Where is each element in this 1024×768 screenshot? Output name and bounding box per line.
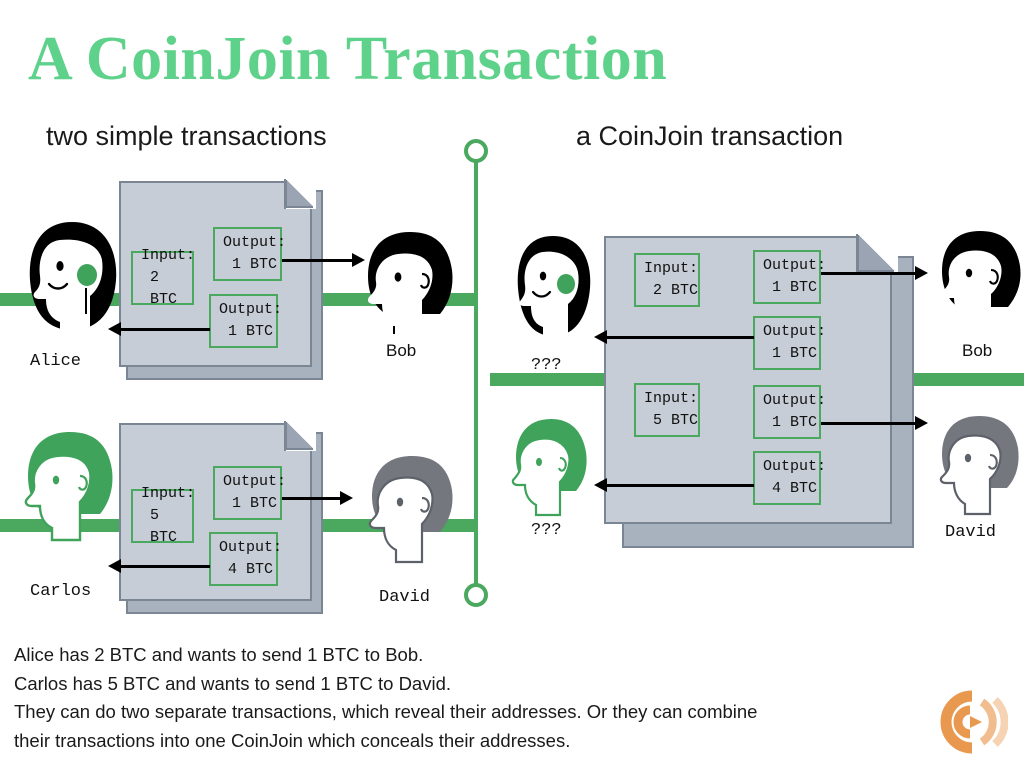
caption-line-1: Alice has 2 BTC and wants to send 1 BTC … bbox=[14, 644, 424, 665]
divider-dot-top-icon bbox=[464, 139, 488, 163]
divider-dot-bottom-icon bbox=[464, 583, 488, 607]
coinjoin-arrow-to-david-line bbox=[821, 422, 917, 425]
coinjoin-output-4-value: 4 BTC bbox=[772, 480, 818, 497]
tx1-output-box-1: Output: 1 BTC bbox=[213, 227, 287, 281]
coinjoin-input-box-1: Input: 2 BTC bbox=[634, 253, 700, 307]
label-anonymous-1: ??? bbox=[531, 356, 562, 375]
tx1-output-2-label: Output: bbox=[219, 301, 283, 319]
tx2-input-label: Input: bbox=[141, 485, 196, 503]
avatar-david-right bbox=[939, 416, 1019, 516]
tx1-input-box: Input: 2 BTC bbox=[131, 247, 195, 308]
avatar-anonymous-2 bbox=[511, 419, 587, 517]
coinjoin-output-4-label: Output: bbox=[763, 458, 827, 476]
coinjoin-arrow-to-anon1-head bbox=[594, 330, 607, 344]
coinjoin-doc-fold-edge bbox=[856, 234, 858, 274]
tx2-output-2-value: 4 BTC bbox=[228, 561, 274, 578]
tx2-arrow-to-carlos-line bbox=[120, 565, 210, 568]
coinjoin-output-3-value: 1 BTC bbox=[772, 414, 818, 431]
caption-line-2: Carlos has 5 BTC and wants to send 1 BTC… bbox=[14, 672, 452, 694]
concentric-signal-logo-icon bbox=[940, 690, 1008, 754]
tx1-arrow-to-bob-line bbox=[282, 259, 354, 262]
label-bob-left: Bob bbox=[386, 341, 417, 360]
tx2-arrow-to-carlos-head bbox=[108, 559, 121, 573]
coinjoin-arrow-to-anon2-head bbox=[594, 478, 607, 492]
tx2-output-2-label: Output: bbox=[219, 539, 283, 557]
tx1-output-2-value: 1 BTC bbox=[228, 323, 274, 340]
label-bob-right: Bob bbox=[962, 341, 993, 360]
coinjoin-arrow-to-david-head bbox=[915, 416, 928, 430]
tx2-output-box-2: Output: 4 BTC bbox=[209, 532, 283, 586]
divider-line bbox=[474, 150, 478, 602]
coinjoin-input-2-label: Input: bbox=[644, 390, 699, 408]
coinjoin-input-box-2: Input: 5 BTC bbox=[634, 383, 700, 437]
avatar-carlos bbox=[24, 432, 113, 542]
coinjoin-arrow-to-bob-line bbox=[821, 272, 917, 275]
avatar-alice bbox=[29, 222, 117, 330]
coinjoin-output-box-4: Output: 4 BTC bbox=[753, 451, 827, 505]
tx2-doc-fold-icon bbox=[285, 422, 313, 450]
coinjoin-input-1-label: Input: bbox=[644, 260, 699, 278]
coinjoin-output-box-3: Output: 1 BTC bbox=[753, 385, 827, 439]
tx2-output-box-1: Output: 1 BTC bbox=[213, 466, 287, 520]
coinjoin-arrow-to-anon2-line bbox=[606, 484, 754, 487]
tx2-arrow-to-david-head bbox=[340, 491, 353, 505]
tx1-output-1-label: Output: bbox=[223, 234, 287, 252]
label-david-left: David bbox=[379, 588, 431, 607]
coinjoin-arrow-to-anon1-line bbox=[606, 336, 754, 339]
label-carlos: Carlos bbox=[30, 582, 92, 601]
coinjoin-input-2-value: 5 BTC bbox=[653, 412, 699, 429]
tx2-arrow-to-david-line bbox=[282, 497, 342, 500]
coinjoin-output-2-value: 1 BTC bbox=[772, 345, 818, 362]
caption-block: Alice has 2 BTC and wants to send 1 BTC … bbox=[14, 641, 914, 755]
coinjoin-doc-fold-icon bbox=[857, 235, 894, 272]
label-anonymous-2: ??? bbox=[531, 521, 562, 540]
tx2-output-1-label: Output: bbox=[223, 473, 287, 491]
tx1-arrow-to-alice-line bbox=[120, 328, 210, 331]
caption-line-4: their transactions into one CoinJoin whi… bbox=[14, 729, 571, 751]
avatar-anonymous-1 bbox=[517, 236, 591, 336]
tx2-input-value: 5 BTC bbox=[150, 507, 178, 546]
tx2-doc-fold-edge bbox=[284, 421, 286, 451]
tx2-input-box: Input: 5 BTC bbox=[131, 485, 195, 546]
tx1-arrow-to-alice-head bbox=[108, 322, 121, 336]
label-alice: Alice bbox=[30, 352, 82, 371]
tx1-doc-fold-edge bbox=[284, 179, 286, 209]
tx1-input-label: Input: bbox=[141, 247, 196, 265]
coinjoin-output-box-2: Output: 1 BTC bbox=[753, 316, 827, 370]
caption-line-3: They can do two separate transactions, w… bbox=[14, 701, 758, 722]
tx2-output-1-value: 1 BTC bbox=[232, 495, 278, 512]
tx1-output-box-2: Output: 1 BTC bbox=[209, 294, 283, 348]
coinjoin-output-2-label: Output: bbox=[763, 323, 827, 341]
avatar-david-left bbox=[368, 456, 453, 564]
label-david-right: David bbox=[945, 523, 997, 542]
tx1-doc-fold-icon bbox=[285, 180, 313, 208]
tx1-arrow-to-bob-head bbox=[352, 253, 365, 267]
coinjoin-arrow-to-bob-head bbox=[915, 266, 928, 280]
tx1-output-1-value: 1 BTC bbox=[232, 256, 278, 273]
coinjoin-output-1-label: Output: bbox=[763, 257, 827, 275]
coinjoin-output-box-1: Output: 1 BTC bbox=[753, 250, 827, 304]
coinjoin-input-1-value: 2 BTC bbox=[653, 282, 699, 299]
coinjoin-output-3-label: Output: bbox=[763, 392, 827, 410]
page-title: A CoinJoin Transaction bbox=[28, 25, 668, 93]
coinjoin-output-1-value: 1 BTC bbox=[772, 279, 818, 296]
avatar-bob-left bbox=[367, 232, 453, 334]
heading-simple-transactions: two simple transactions bbox=[46, 121, 327, 151]
heading-coinjoin-transaction: a CoinJoin transaction bbox=[576, 121, 844, 151]
avatar-bob-right bbox=[940, 231, 1021, 328]
tx1-input-value: 2 BTC bbox=[150, 269, 178, 308]
